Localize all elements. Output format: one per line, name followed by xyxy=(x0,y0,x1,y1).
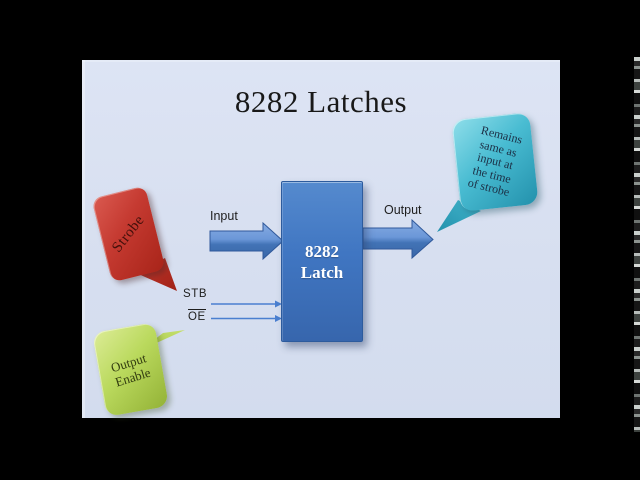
video-edge-noise-artifact xyxy=(634,57,640,432)
latch-block-line1: 8282 xyxy=(305,241,339,261)
oe-overbar-text: OE xyxy=(188,309,206,323)
input-label: Input xyxy=(210,209,238,223)
stb-arrow xyxy=(211,300,282,308)
slide-title: 8282 Latches xyxy=(234,84,408,119)
output-block-arrow xyxy=(362,218,434,260)
stb-label: STB xyxy=(183,288,208,300)
latch-block: 8282 Latch xyxy=(281,181,363,342)
latch-block-line2: Latch xyxy=(300,262,344,282)
input-block-arrow xyxy=(209,221,284,261)
oe-label: OE xyxy=(188,309,206,323)
strobe-callout-tail xyxy=(136,258,177,291)
output-label: Output xyxy=(384,203,422,217)
oe-arrow xyxy=(211,315,282,322)
